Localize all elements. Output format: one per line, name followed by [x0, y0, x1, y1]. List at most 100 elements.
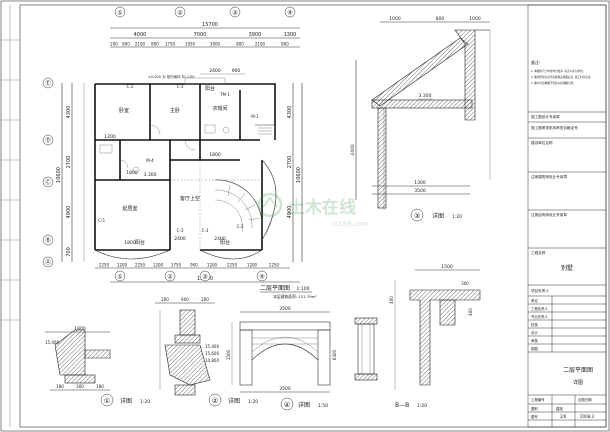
detail2-level-1: 15.400: [205, 344, 219, 349]
watermark-brand: 土木在线: [288, 197, 356, 218]
notes-title: 备注:: [531, 59, 540, 65]
sign-row-2: 工程负责人: [531, 306, 549, 311]
dim-right-seg-2: 2700: [287, 156, 293, 169]
room-label-5: 起居室: [122, 205, 137, 212]
detailbb-dim-4: 300: [461, 281, 469, 286]
detail3-dim-top-1: 1000: [389, 16, 401, 22]
dim-right-total: 10600: [296, 167, 302, 183]
plan-area-note: 本层建筑面积: 121.79m²: [273, 294, 317, 299]
dim-top-total: 15700: [202, 22, 218, 28]
watermark: 土木在线 co188.com: [257, 192, 369, 228]
dim-top-fine-1: 200: [110, 42, 118, 47]
detail3-dim-bottom2: 3500: [414, 188, 426, 194]
watermark-url: co188.com: [330, 220, 369, 228]
axis-label-bottom-3: ③: [202, 274, 207, 281]
axis-label-bottom-4: ④: [259, 274, 264, 281]
sign-row-3: 专业负责人: [531, 314, 549, 319]
note-1: 1. 本图中尺寸单位均为毫米, 标高以米为单位。: [531, 69, 585, 73]
detail2-dim-2: 600: [181, 297, 189, 302]
dim-top-fine-5: 1750: [165, 42, 176, 47]
dim-bottom-fine: 2250 1200 2250 1200 1750 900 1200 2250 1…: [99, 263, 280, 268]
plan-top-note: ±0.000 为 室内地坪 DL.C00: [148, 74, 194, 79]
detail2-level-3: 14.800: [205, 358, 219, 363]
detail4-number-circle: [280, 397, 294, 411]
title-block: 备注: 1. 本图中尺寸单位均为毫米, 标高以米为单位。 2. 图中所注标高均为…: [527, 4, 607, 428]
detail2-level-2: 15.600: [205, 351, 219, 356]
axis-bubble-bottom-3: [199, 270, 211, 282]
room-label-10: C-3: [177, 84, 184, 89]
tb-bottom-3: 建施: [556, 406, 563, 411]
room-labels: 卧室 主卧 衣帽间 阳台 起居室 客厅上空 阳台 阳台 C-2 C-3 M-4 …: [98, 84, 259, 246]
note-3: 3. 图中与结构图不符者以结构图为准。: [531, 81, 576, 85]
dim-top-fine-3: 2100: [135, 42, 146, 47]
dim-top-seg-2: 7000: [194, 32, 207, 38]
drawing-subtitle: 详图: [573, 379, 583, 386]
detail3-dim-bottom: 1300: [414, 180, 426, 186]
detail-1: 1800 15.400 180 300 180 ① 详图 1:20: [45, 326, 150, 407]
axis-bubble-left-a: [42, 256, 54, 268]
dim-bottom-seg-3: 2250: [135, 263, 146, 268]
plan-mid-dims: 1800 1200 2400 2400 1800 1800: [104, 134, 226, 246]
plan-mid-dim-3: 2400: [174, 236, 186, 242]
detail1-number: ①: [104, 397, 110, 405]
detail1-dim-1: 1800: [74, 326, 86, 332]
axis-bubble-top-3: [229, 6, 241, 18]
detail2-dim-3: 200: [201, 297, 209, 302]
dim-top-fine-6: 1950: [185, 42, 196, 47]
pillar-detail: [354, 317, 378, 381]
axis-label-top-1: ①: [117, 10, 122, 17]
detail1-dim-2: 180: [56, 384, 64, 389]
dim-top-fine-8: 800: [236, 42, 244, 47]
dim-bottom-seg-6: 900: [190, 263, 198, 268]
tb-row-2: 施工图审查机构审查合格证号:: [531, 125, 579, 130]
detail4-dim-1: 3500: [279, 306, 291, 312]
axis-bubble-left-e: [42, 77, 54, 89]
sign-row-1: 审定: [531, 298, 538, 303]
plan-mid-dim-2: 1200: [104, 134, 116, 140]
room-label-14: C-5: [98, 218, 105, 223]
sign-row-6: 审核: [531, 338, 538, 343]
floor-plan: ① ② ③ ④ 15700 4000 7000 3900 1300 200 80…: [42, 6, 317, 299]
tb-bottom-2: 图别: [531, 406, 538, 411]
axis-bubble-top-4: [284, 6, 296, 18]
axis-bubble-left-b: [42, 234, 54, 246]
axis-label-left-c: Ⓒ: [45, 179, 51, 187]
room-label-7: 阳台: [135, 239, 145, 246]
plan-top-dim-extra-2: 900: [232, 68, 241, 74]
dim-top-fine-4: 800: [151, 42, 159, 47]
dim-left-seg-4: 700: [66, 247, 72, 257]
sign-row-5: 设计: [531, 330, 538, 335]
room-label-4: 阳台: [205, 85, 215, 92]
sign-row-4: 校核: [531, 322, 538, 327]
dim-top-seg-1: 4000: [134, 32, 147, 38]
room-label-11: M-4: [146, 158, 154, 163]
plan-mid-dim-6: 1800: [124, 240, 136, 246]
dim-bottom-seg-1: 2250: [99, 263, 110, 268]
detailbb-scale: 1:20: [417, 403, 427, 409]
dim-top-fine-10: 800: [281, 42, 289, 47]
axis-label-left-a: Ⓐ: [45, 259, 51, 267]
project-name: 别墅: [561, 264, 573, 272]
room-label-8: 阳台: [220, 239, 230, 246]
detail3-level: 3.300: [419, 93, 432, 99]
room-label-15: C-3: [177, 228, 184, 233]
dim-top-fine-9: 2100: [255, 42, 266, 47]
detail4-title: 详图: [298, 401, 310, 409]
axis-bubble-left-d: [42, 134, 54, 146]
detail4-dim-3: 1500: [226, 349, 231, 360]
detailbb-dim-1: 1500: [441, 264, 453, 270]
dim-bottom-seg-8: 2250: [227, 263, 238, 268]
detail1-level: 15.400: [45, 340, 59, 345]
dim-left-seg-1: 4300: [66, 106, 72, 119]
detail1-dim-4: 180: [96, 384, 104, 389]
dim-left-seg-3: 4900: [66, 206, 72, 219]
axis-label-top-2: ②: [177, 10, 183, 17]
detail4-dim-2: 3500: [279, 386, 291, 392]
tb-bottom-5: 2/6: [560, 414, 567, 419]
detail1-dim-3: 300: [76, 384, 84, 389]
detail2-dim-1: 200: [161, 297, 169, 302]
dim-top-seg-3: 3900: [249, 32, 262, 38]
room-label-9: C-2: [127, 84, 134, 89]
plan-scale: 1:100: [297, 286, 310, 292]
